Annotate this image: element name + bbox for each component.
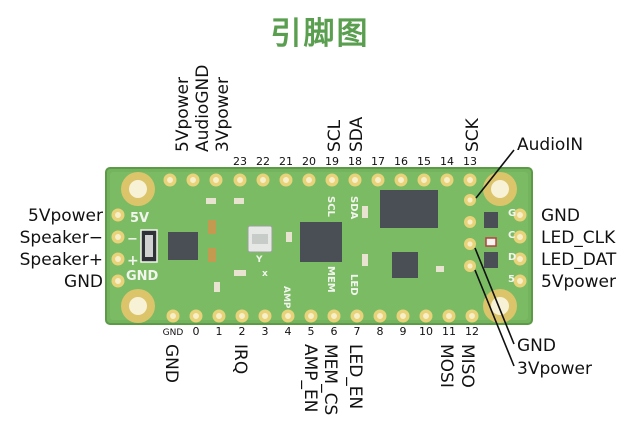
top-pin-row [163,173,477,187]
label-sda: SDA [347,116,367,152]
right-pin-column [513,208,527,288]
silk-plus: + [127,253,139,269]
silk-gnd: GND [126,269,159,284]
pin-number-17: 17 [371,155,385,168]
label-audiognd: AudioGND [193,65,213,152]
pin-number-22: 22 [256,155,270,168]
silk-right-d: D [508,252,516,263]
label-gnd-right: GND [541,206,580,226]
silk-minus: − [127,232,138,247]
callout-labels: AudioIN GND 3Vpower [517,135,592,379]
pin-number-9: 9 [400,325,407,338]
silk-y: Y [255,255,263,265]
top-pin-numbers: 23 22 21 20 19 18 17 16 15 14 13 [233,155,477,168]
mounting-holes [121,172,517,323]
label-speaker-minus: Speaker− [20,228,103,248]
callout-line-3vpower [474,269,515,367]
pin-number-23: 23 [233,155,247,168]
label-miso: MISO [457,344,477,388]
silk-x: x [262,269,268,279]
label-mosi: MOSI [436,344,456,388]
pin-number-6: 6 [331,325,338,338]
label-audioin: AudioIN [517,135,583,155]
callout-line-audioin [475,149,515,199]
pin-number-8: 8 [377,325,384,338]
pin-number-3: 3 [262,325,269,338]
pin-number-15: 15 [417,155,431,168]
label-led-clk: LED_CLK [541,228,616,248]
label-scl: SCL [325,119,345,152]
pin-number-12: 12 [465,325,479,338]
page-title: 引脚图 [270,16,370,52]
callout-line-gnd [474,247,515,345]
pin-number-14: 14 [440,155,454,168]
pin-number-19: 19 [325,155,339,168]
left-function-labels: 5Vpower Speaker− Speaker+ GND [20,206,103,292]
label-amp-en: AMP_EN [300,344,320,413]
silk-right-5: 5 [508,274,515,285]
bottom-pin-row [166,309,479,323]
label-5vpower-left: 5Vpower [28,206,103,226]
label-irq: IRQ [230,344,250,374]
pin-number-18: 18 [348,155,362,168]
pin-number-11: 11 [442,325,456,338]
silk-sda: SDA [348,196,359,220]
pin-number-16: 16 [394,155,408,168]
label-led-en: LED_EN [345,344,365,409]
pin-number-20: 20 [302,155,316,168]
pin-number-1: 1 [216,325,223,338]
pin-number-0: 0 [193,325,200,338]
bottom-function-labels: GND IRQ MEM_CS AMP_EN LED_EN MOSI MISO [161,344,477,415]
pin-number-7: 7 [354,325,361,338]
pin-number-10: 10 [419,325,433,338]
label-led-dat: LED_DAT [541,250,617,270]
bottom-pin-numbers: GND 0 1 2 3 4 5 6 7 8 9 10 11 12 [163,325,479,338]
callout-lines [474,149,515,367]
pin-number-4: 4 [285,325,292,338]
label-3vpower-callout: 3Vpower [517,359,592,379]
pin-number-2: 2 [239,325,246,338]
label-gnd-callout: GND [517,336,556,356]
pin-number-5: 5 [308,325,315,338]
inner-pads [464,194,476,272]
label-speaker-plus: Speaker+ [20,250,103,270]
label-5vpower-top: 5Vpower [173,77,193,152]
label-gnd-bottom: GND [161,344,181,383]
label-mem-cs: MEM_CS [320,344,340,415]
silk-right-g: G [508,208,516,219]
components [140,190,498,292]
label-gnd-left: GND [64,272,103,292]
silk-mem: MEM [325,266,336,293]
label-5vpower-right: 5Vpower [541,272,616,292]
right-function-labels: GND LED_CLK LED_DAT 5Vpower [541,206,617,292]
silk-right-c: C [508,230,515,241]
silk-amp: AMP [281,286,291,309]
silk-scl: SCL [325,196,336,218]
silk-5v: 5V [130,211,149,226]
label-sck: SCK [463,117,483,152]
left-pin-column [111,208,125,288]
pin-number-13: 13 [463,155,477,168]
label-3vpower: 3Vpower [213,77,233,152]
top-function-labels: 3Vpower AudioGND 5Vpower SCL SDA SCK [173,65,483,152]
pin-number-21: 21 [279,155,293,168]
silkscreen: 5V GND − + SCL SDA MEM LED AMP Y x G C D… [126,196,516,309]
pin-number-gnd: GND [163,328,184,338]
silk-led: LED [348,274,359,296]
